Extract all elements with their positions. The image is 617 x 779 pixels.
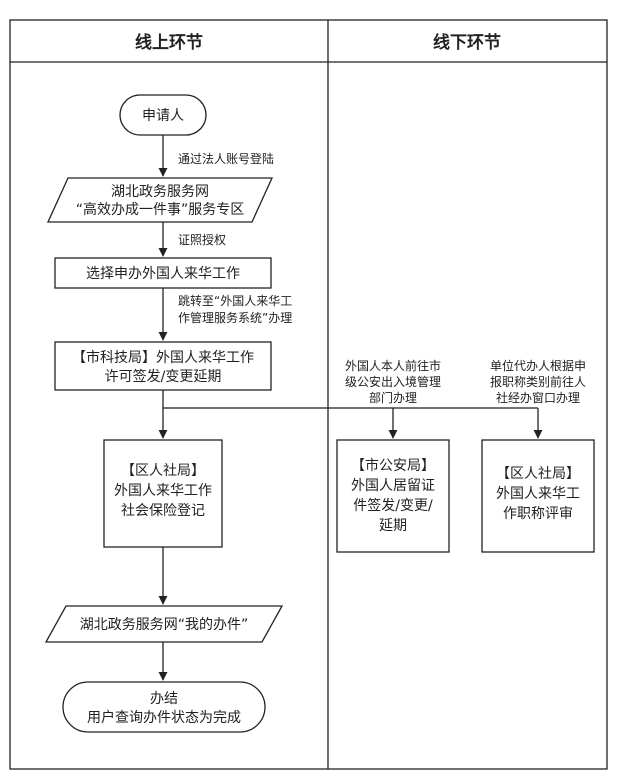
police-node-line4: 延期 [379,518,407,534]
police-node-line2: 外国人居留证 [351,478,435,494]
column-header-offline: 线下环节 [433,32,501,53]
police-node [336,439,450,553]
insurance-node-line3: 社会保险登记 [121,503,205,519]
police-node-line3: 件签发/变更/ [353,497,433,514]
title-node-line3: 作职称评审 [503,506,573,522]
portal-node [46,177,274,223]
label-login: 通过法人账号登陆 [178,151,274,166]
label-auth: 证照授权 [178,232,226,247]
title-node-line1: 【区人社局】 [496,466,580,482]
portal-node-line2: “高效办成一件事”服务专区 [76,201,245,218]
insurance-node-line2: 外国人来华工作 [114,483,212,499]
permit-node-line1: 【市科技局】外国人来华工作 [72,349,254,366]
title-note-line3: 社经办窗口办理 [496,390,580,405]
portal-node-line1: 湖北政务服务网 [111,184,209,200]
my-cases-node [44,605,284,643]
end-node [62,681,266,733]
permit-node-line2: 许可签发/变更延期 [105,368,222,385]
title-node [481,439,595,553]
insurance-node [103,439,223,548]
swimlane-frame [9,19,608,770]
column-header-online: 线上环节 [135,32,203,53]
police-note-line2: 级公安出入境管理 [345,374,441,389]
end-node-line2: 用户查询办件状态为完成 [87,709,241,726]
permit-node [54,341,272,391]
title-note-line1: 单位代办人根据申 [490,358,586,373]
select-node-label: 选择申办外国人来华工作 [86,266,240,282]
label-jump-line2: 作管理服务系统”办理 [178,310,292,325]
title-note-line2: 报职称类别前往人 [490,374,586,389]
select-node [54,257,272,289]
insurance-node-line1: 【区人社局】 [121,463,205,479]
title-node-line2: 外国人来华工 [496,486,580,502]
police-node-line1: 【市公安局】 [351,457,435,474]
end-node-line1: 办结 [150,691,178,707]
label-jump-line1: 跳转至“外国人来华工 [178,293,292,308]
my-cases-node-label: 湖北政务服务网“我的办件” [80,617,249,633]
police-note-line1: 外国人本人前往市 [345,358,441,373]
police-note-line3: 部门办理 [369,390,417,405]
branch-connector [162,390,538,409]
start-node-label: 申请人 [142,108,184,124]
